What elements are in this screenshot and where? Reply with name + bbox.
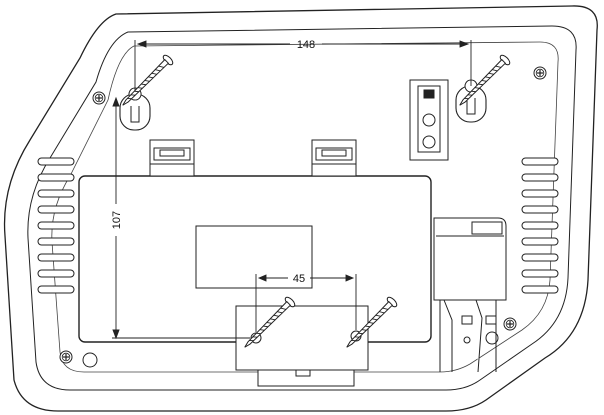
dimension-107 (112, 96, 250, 340)
dimension-label-148: 148 (297, 39, 315, 51)
locator-hole (485, 331, 499, 345)
label-area (195, 225, 313, 289)
left-vent-grille (37, 157, 75, 294)
phillips-screw-head-icon (533, 66, 547, 80)
dimension-label-45: 45 (293, 273, 305, 285)
right-vent-grille (521, 157, 559, 294)
dimension-45 (255, 274, 357, 332)
cable-entry-channel (433, 217, 507, 373)
phillips-screw-head-icon (503, 317, 517, 331)
bottom-mount-plate (235, 305, 369, 387)
dimension-label-107: 107 (111, 211, 123, 229)
phillips-screw-head-icon (59, 350, 73, 364)
cover-clip-left (149, 139, 195, 177)
tamper-switch (409, 79, 449, 161)
locator-hole (82, 352, 98, 368)
phillips-screw-head-icon (92, 91, 106, 105)
dimension-148 (134, 40, 472, 94)
cover-clip-right (311, 139, 357, 177)
